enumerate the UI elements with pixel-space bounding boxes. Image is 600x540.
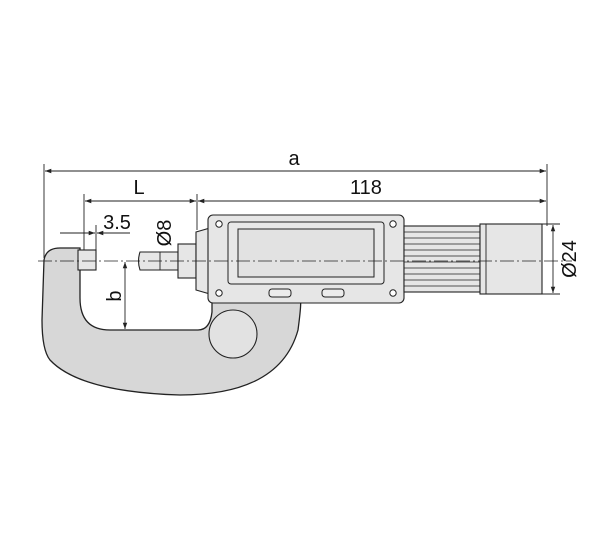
button-left <box>268 288 292 298</box>
dim-label-118: 118 <box>350 177 382 199</box>
screw-icon <box>215 220 223 228</box>
frame-insulator <box>208 309 258 359</box>
screw-icon <box>389 220 397 228</box>
dim-label-3-5: 3.5 <box>103 212 131 234</box>
lcd-screen <box>237 228 375 278</box>
button-right <box>321 288 345 298</box>
dim-label-d8: Ø8 <box>154 220 176 247</box>
dim-label-a: a <box>288 148 300 170</box>
thimble <box>479 223 543 295</box>
screw-icon <box>389 289 397 297</box>
dim-label-l: L <box>133 177 144 199</box>
anvil <box>77 249 97 271</box>
dim-label-d24: Ø24 <box>559 240 581 278</box>
screw-icon <box>215 289 223 297</box>
dim-label-b: b <box>104 290 126 301</box>
sleeve-ridges <box>404 231 480 287</box>
sleeve <box>403 225 481 293</box>
